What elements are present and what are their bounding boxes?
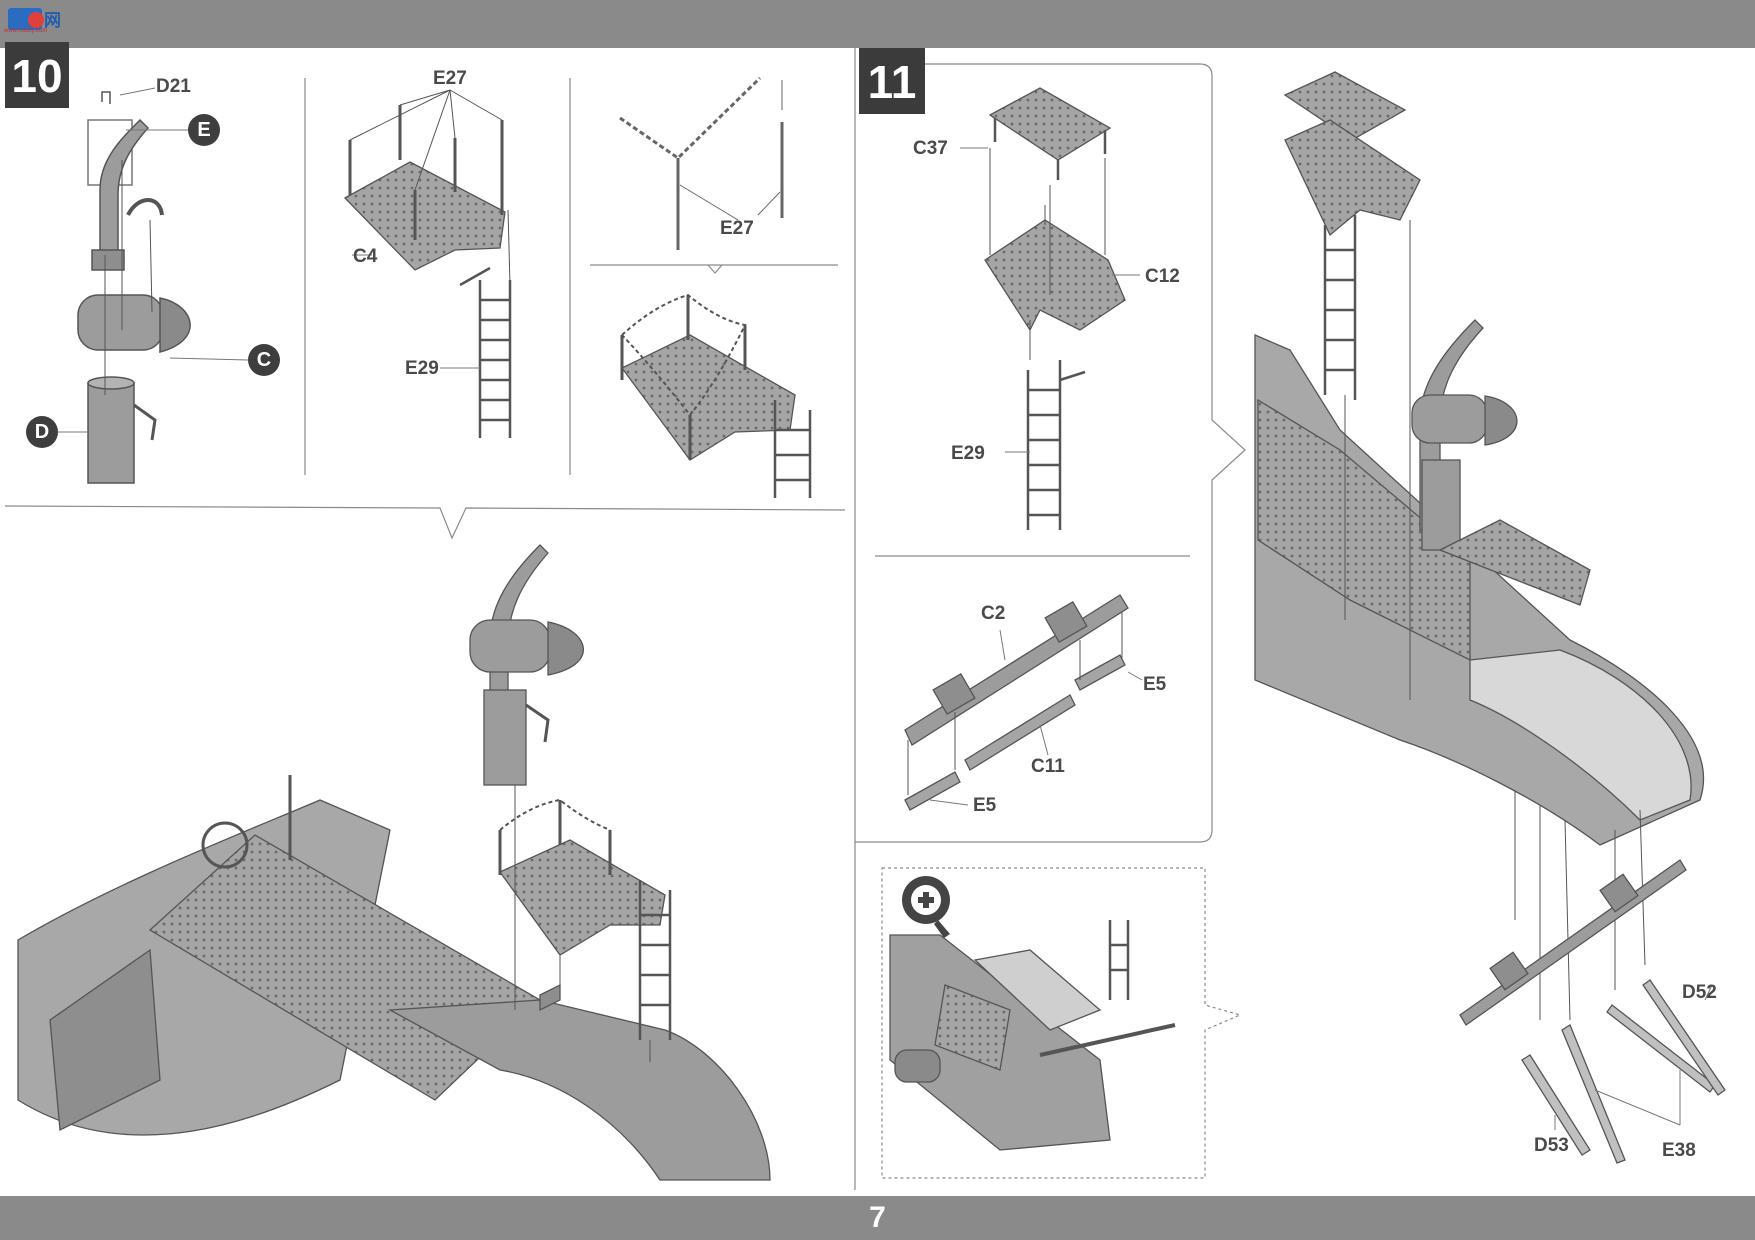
label-e5-b: E5 [973, 795, 997, 816]
arm-base [91, 249, 125, 271]
lamp-assembly-10 [469, 544, 584, 786]
hand-wheel [201, 821, 249, 869]
step-10-frame [4, 48, 856, 1190]
bracket-ring [126, 198, 164, 217]
pedestal [87, 382, 135, 484]
searchlight-body [77, 294, 164, 351]
label-c2: C2 [981, 603, 1006, 624]
axle-assembly-11 [1459, 859, 1687, 1026]
label-e5-a: E5 [1143, 674, 1167, 695]
label-d21: D21 [156, 76, 191, 97]
chain-assembly-10 [620, 293, 812, 498]
label-c11: C11 [1031, 756, 1065, 777]
detail-view-11 [889, 920, 1176, 1151]
label-e27-a: E27 [433, 68, 467, 89]
label-e29-11: E29 [951, 443, 985, 464]
bottom-bar [0, 1196, 1755, 1240]
hull-assembly-10 [17, 544, 771, 1181]
crank [133, 403, 157, 441]
label-c37: C37 [913, 138, 948, 159]
platform-assembly-10 [498, 798, 672, 1040]
platform-c4 [343, 161, 506, 271]
assembly-drawing [4, 48, 1726, 1190]
label-d52: D52 [1682, 982, 1717, 1003]
chain-parts-10 [619, 76, 784, 250]
logo-url: www.hobby.com [4, 28, 48, 34]
top-bar [0, 0, 1755, 48]
badge-d: D [26, 416, 58, 448]
badge-e: E [188, 114, 220, 146]
platform-parts-10 [343, 89, 512, 438]
lamp-parts-10 [56, 87, 249, 484]
axle-parts-11 [904, 594, 1143, 811]
lamp-arm [99, 118, 150, 256]
hull-assembly-11 [1254, 71, 1726, 1164]
top-c37 [988, 87, 1112, 161]
lamp-assembly-11 [1411, 319, 1518, 551]
platform-parts-11 [960, 87, 1140, 530]
clamp-e5-b [904, 771, 961, 811]
badge-c: C [248, 344, 280, 376]
bar-c11 [964, 694, 1076, 771]
clamp-e5-a [1074, 654, 1126, 691]
step-11-number: 11 [859, 48, 925, 114]
zoom-plus-icon [902, 876, 950, 938]
label-e29-10: E29 [405, 358, 439, 379]
handle-d21 [101, 91, 111, 104]
step-10-number: 10 [5, 42, 69, 108]
label-e38: E38 [1662, 1140, 1696, 1161]
label-e27-b: E27 [720, 218, 754, 239]
logo-icon [8, 8, 44, 30]
floor-c12 [984, 219, 1126, 332]
ladder-e29-11 [1026, 360, 1086, 530]
logo-text: 网 [44, 11, 61, 30]
step-11-frame [855, 63, 1246, 1179]
label-d53: D53 [1534, 1135, 1569, 1156]
page-number: 7 [869, 1201, 886, 1234]
label-c4: C4 [353, 246, 378, 267]
ladder-e29 [459, 266, 512, 438]
track-frame [387, 999, 771, 1181]
label-c12: C12 [1145, 266, 1180, 287]
searchlight-lens [159, 297, 191, 353]
